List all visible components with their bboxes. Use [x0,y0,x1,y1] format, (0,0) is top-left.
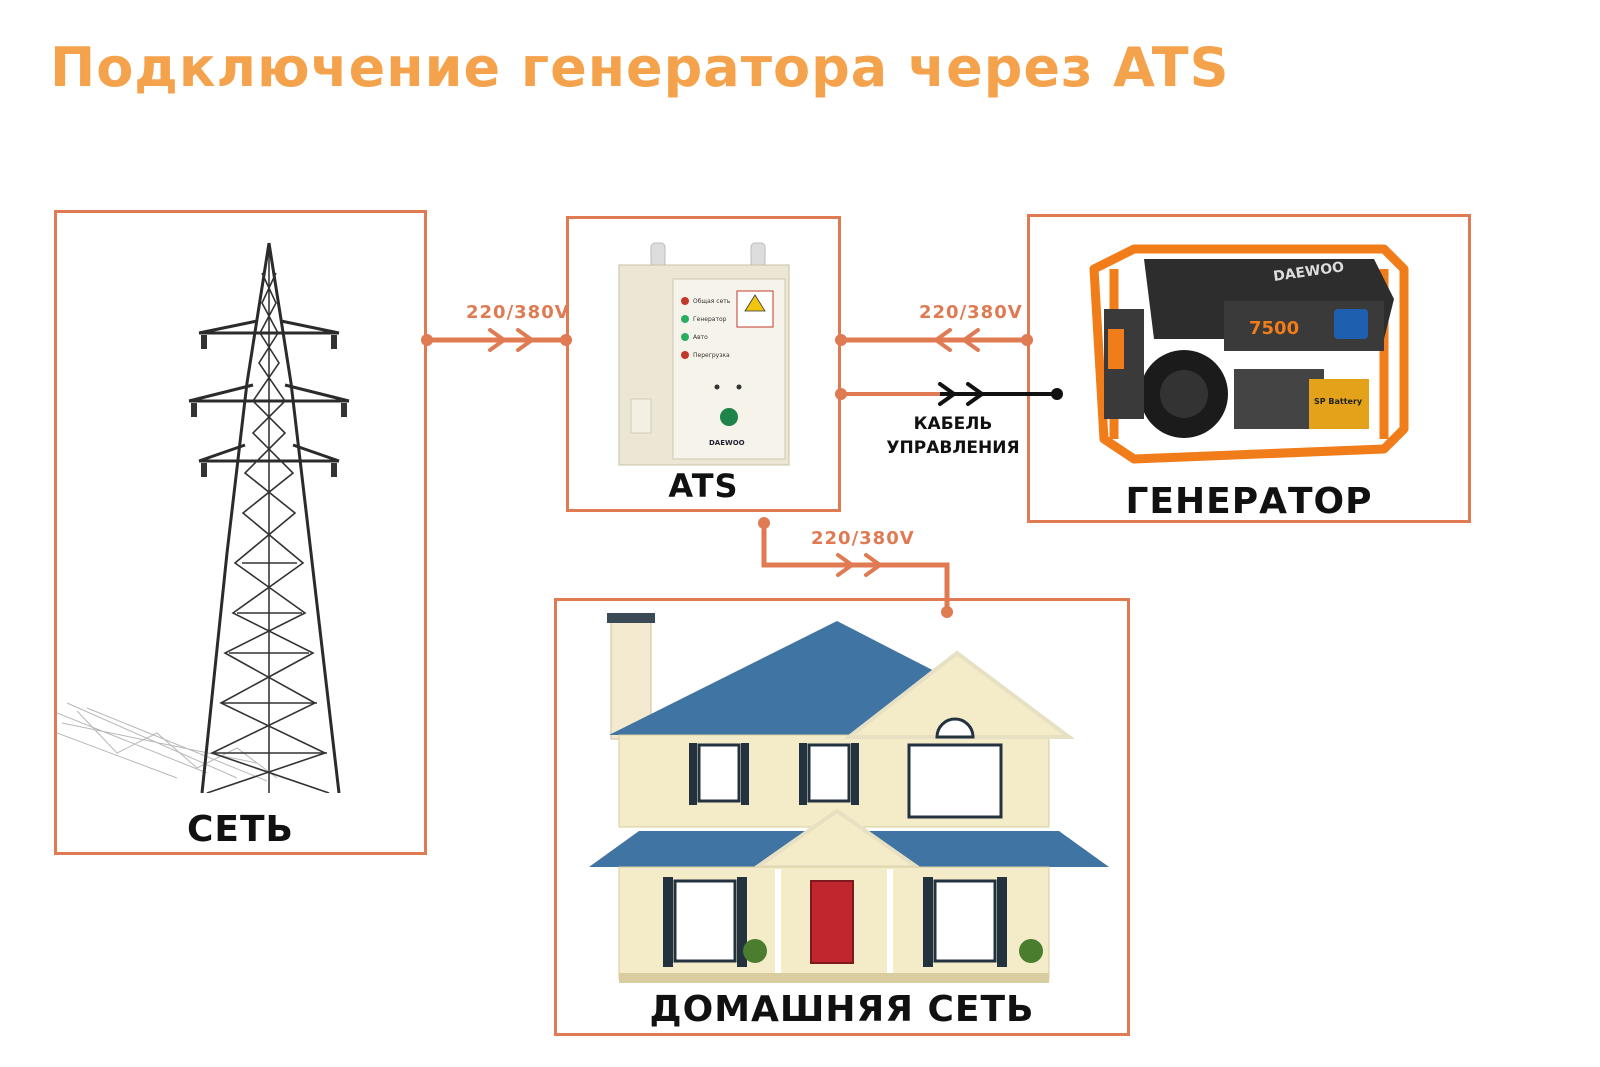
control-cable-line-1: КАБЕЛЬ [913,414,993,434]
voltage-label-home: 220/380V [811,528,915,549]
generator-image: DAEWOO 7500 SP Battery [1089,244,1409,464]
ats-panel-line-1: Общая сеть [693,298,731,305]
home-box: ДОМАШНЯЯ СЕТЬ [554,598,1130,1036]
control-cable-label: КАБЕЛЬ УПРАВЛЕНИЯ [878,412,1028,460]
ats-brand: DAEWOO [709,439,745,447]
grid-box: СЕТЬ [54,210,427,855]
grid-label: СЕТЬ [186,809,294,850]
ats-label: ATS [668,467,739,505]
svg-text:SP Battery: SP Battery [1314,397,1363,406]
generator-label: ГЕНЕРАТОР [1125,481,1373,522]
voltage-label-generator: 220/380V [919,302,1023,323]
house-image [589,613,1109,983]
ats-panel-line-4: Перегрузка [693,352,730,359]
ats-cabinet-image: Общая сеть Генератор Авто Перегрузка DAE… [618,242,790,466]
wire-ats-to-home [761,523,950,612]
ats-panel-line-3: Авто [693,334,708,341]
generator-box: DAEWOO 7500 SP Battery ГЕНЕРАТОР [1027,214,1471,523]
control-cable-line-2: УПРАВЛЕНИЯ [886,438,1020,458]
ats-box: Общая сеть Генератор Авто Перегрузка DAE… [566,216,841,512]
power-pylon-image [57,242,350,793]
ats-panel-line-2: Генератор [693,316,727,323]
voltage-label-grid: 220/380V [466,302,570,323]
generator-model: 7500 [1249,318,1299,339]
page-title: Подключение генератора через ATS [50,36,1230,99]
home-label: ДОМАШНЯЯ СЕТЬ [649,989,1035,1030]
